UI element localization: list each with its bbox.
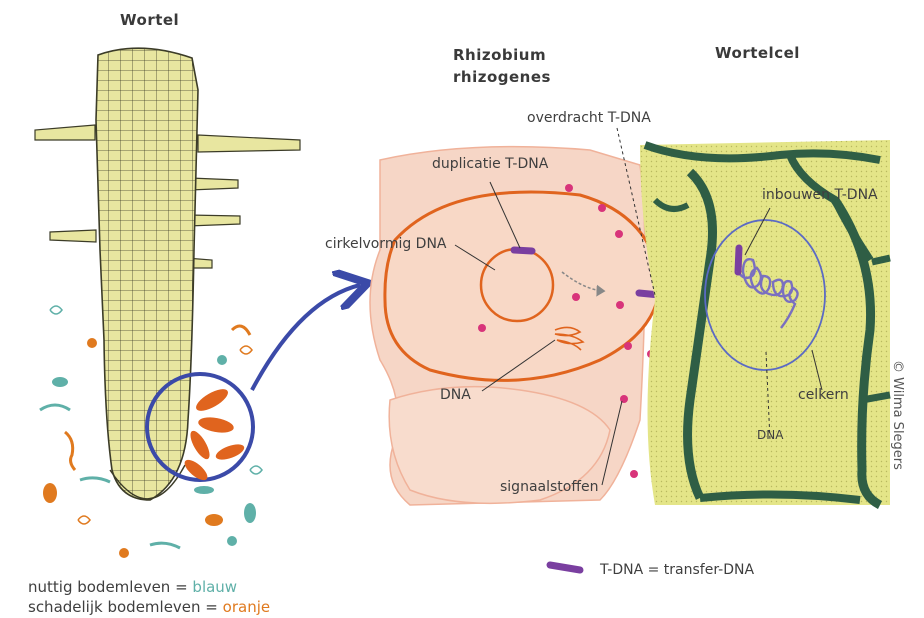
label-root-cell: Wortelcel bbox=[715, 45, 800, 62]
label-nucleus: celkern bbox=[798, 387, 849, 404]
tdna-legend-mark bbox=[550, 565, 580, 570]
label-circular-dna: cirkelvormig DNA bbox=[325, 236, 447, 253]
root-drawing bbox=[35, 48, 300, 500]
label-signal: signaalstoffen bbox=[500, 479, 598, 496]
label-integration: inbouwen T-DNA bbox=[762, 187, 878, 204]
legend-harmful-color-word: oranje bbox=[223, 598, 270, 616]
legend-tdna: T-DNA = transfer-DNA bbox=[600, 562, 754, 579]
legend-harmful: schadelijk bodemleven = oranje bbox=[28, 598, 270, 616]
label-rhizobium: Rhizobium rhizogenes bbox=[453, 44, 551, 88]
legend-harmful-text: schadelijk bodemleven = bbox=[28, 598, 223, 616]
label-root: Wortel bbox=[120, 12, 179, 29]
zoom-arrow bbox=[252, 285, 360, 390]
label-duplication: duplicatie T-DNA bbox=[432, 156, 548, 173]
label-dna-left: DNA bbox=[440, 387, 471, 404]
legend-useful-text: nuttig bodemleven = bbox=[28, 578, 192, 596]
legend-useful: nuttig bodemleven = blauw bbox=[28, 578, 237, 596]
label-dna-right: DNA bbox=[757, 427, 783, 444]
label-transfer: overdracht T-DNA bbox=[527, 110, 651, 127]
credit: © Wilma Slegers bbox=[890, 360, 905, 470]
legend-useful-color-word: blauw bbox=[192, 578, 237, 596]
